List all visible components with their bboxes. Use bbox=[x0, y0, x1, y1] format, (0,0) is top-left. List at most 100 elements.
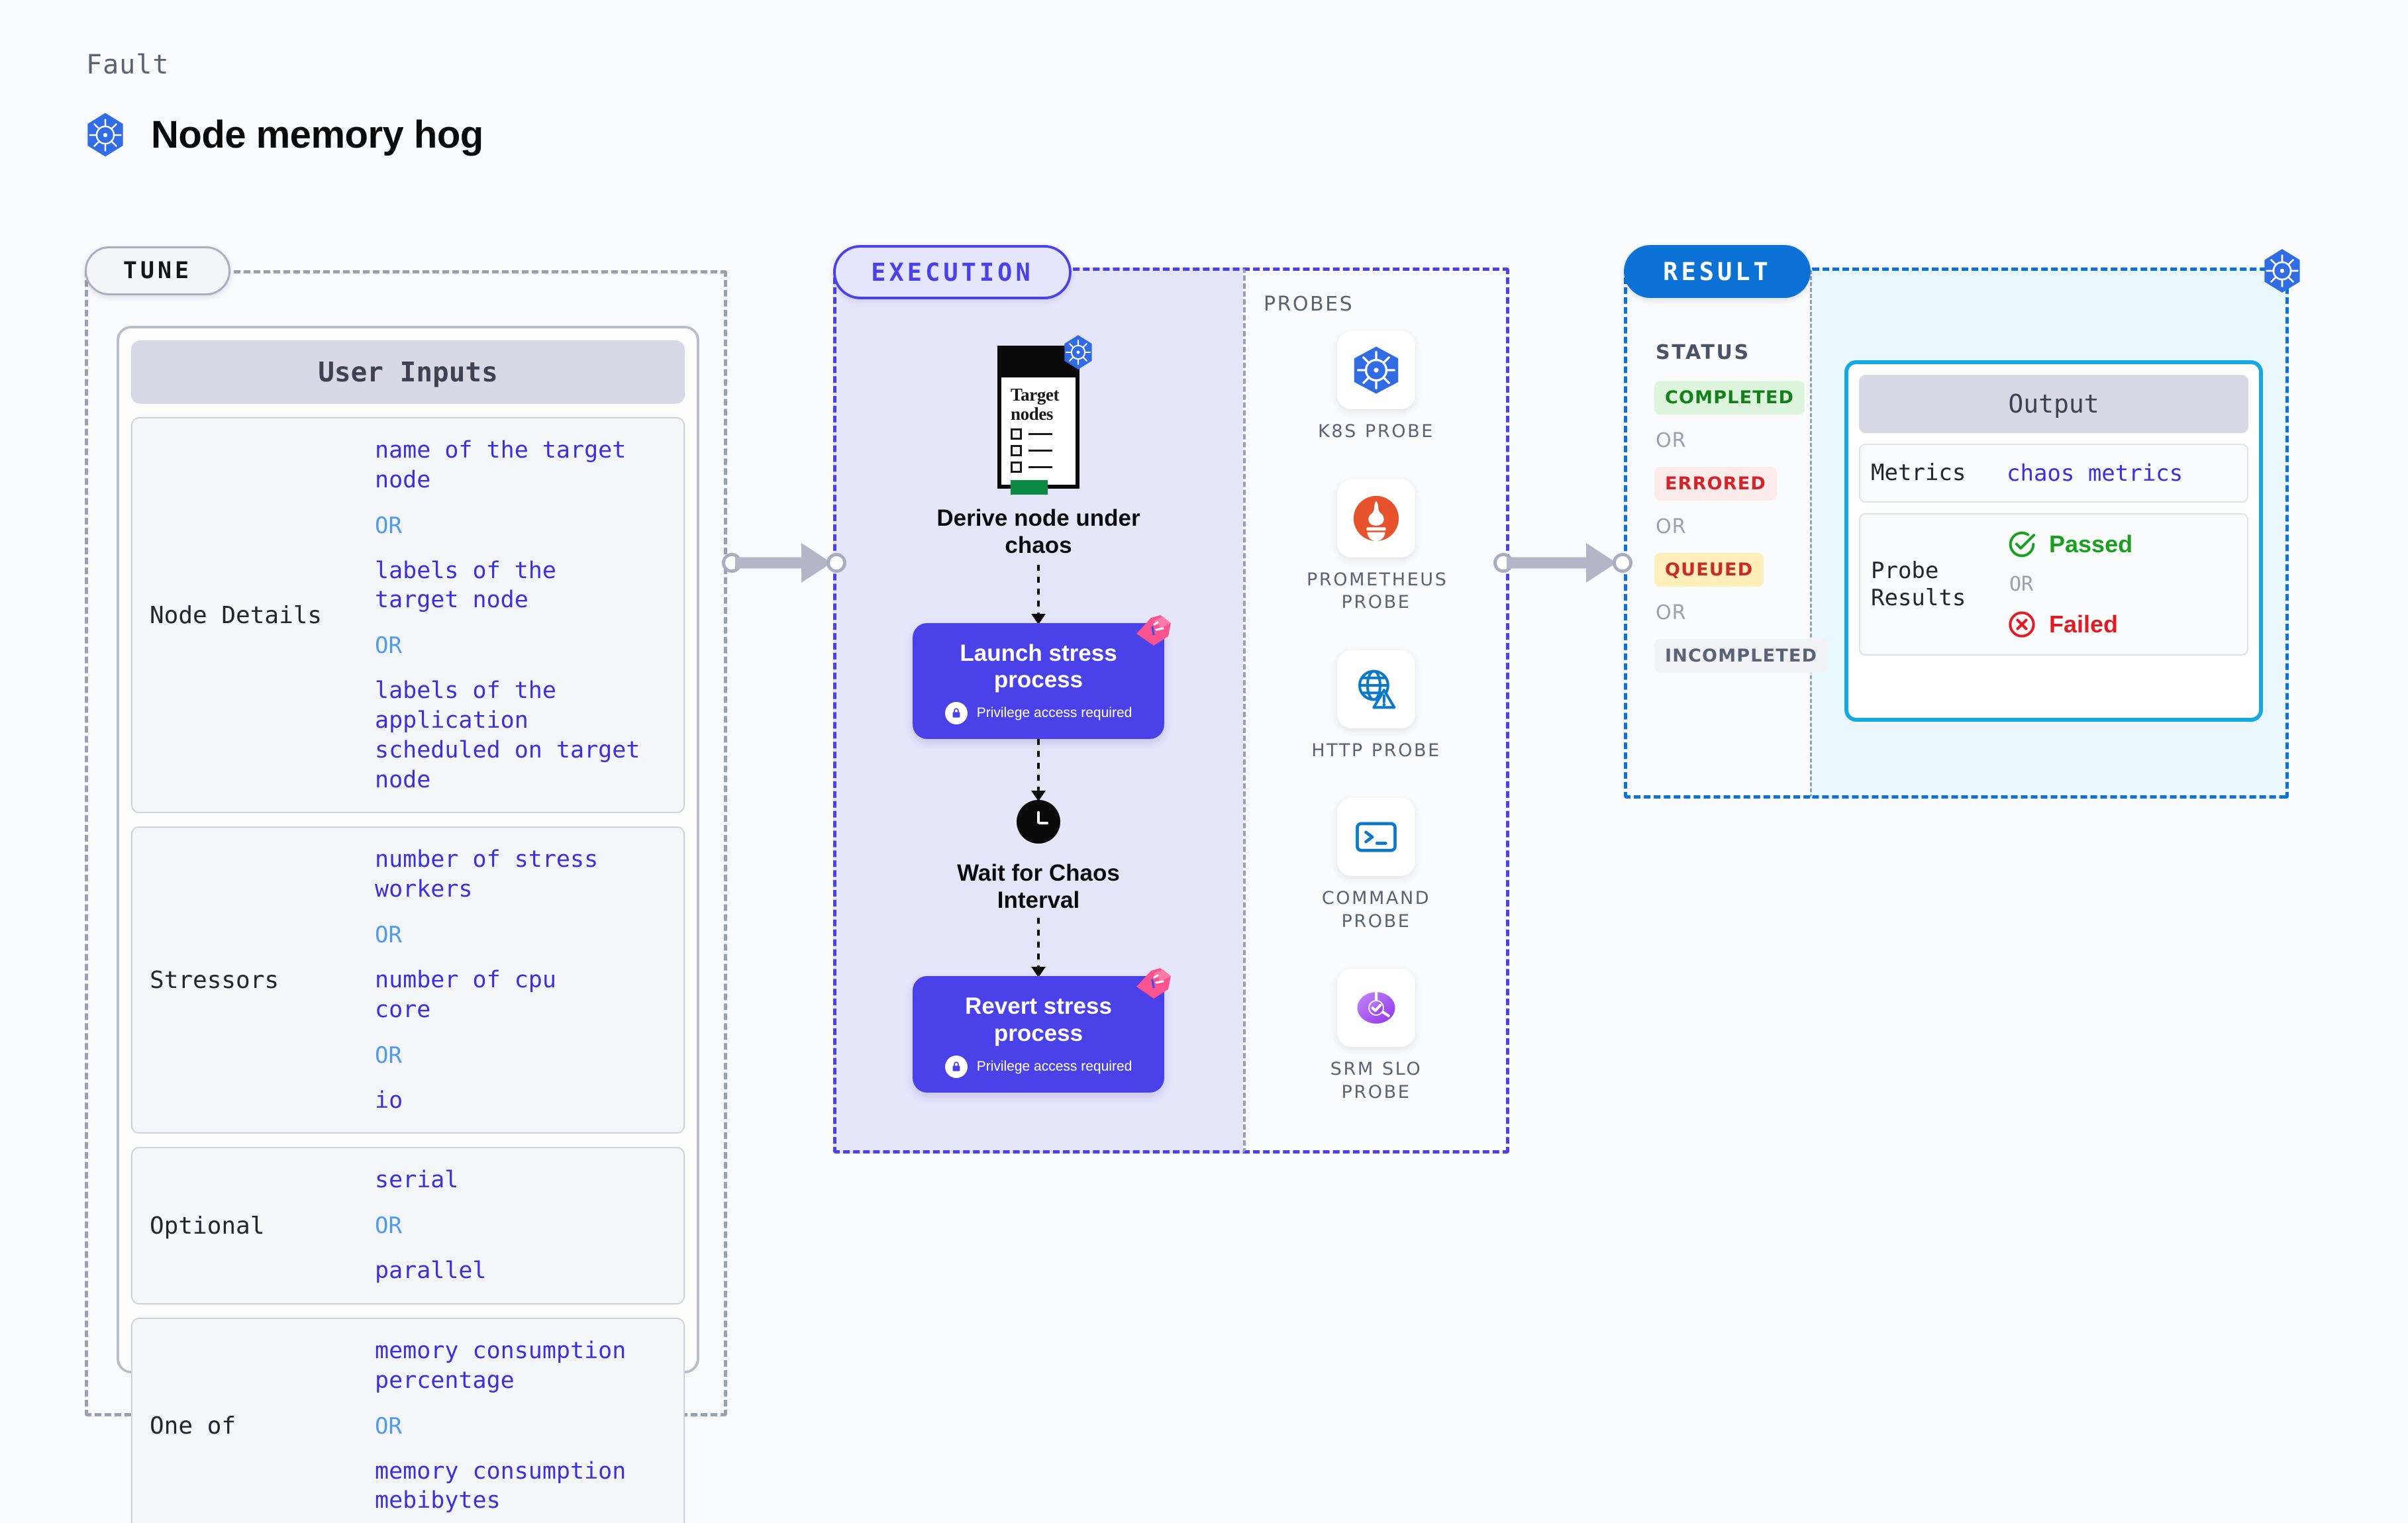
globe-warning-icon bbox=[1337, 650, 1415, 728]
connector-tune-to-execution bbox=[722, 543, 854, 583]
privilege-note-text: Privilege access required bbox=[976, 1058, 1132, 1074]
probe-results-separator: OR bbox=[2009, 573, 2034, 597]
document-title: Target nodes bbox=[1011, 385, 1060, 424]
status-separator: OR bbox=[1656, 515, 1687, 538]
output-metrics-label: Metrics bbox=[1871, 460, 1966, 486]
kubernetes-icon bbox=[1336, 331, 1415, 409]
user-input-value: number of stress workers bbox=[375, 846, 599, 903]
probe-item[interactable]: SRM SLO PROBE bbox=[1330, 969, 1422, 1104]
kubernetes-icon bbox=[87, 113, 123, 157]
document-list-item bbox=[1011, 428, 1076, 440]
probe-label: COMMAND PROBE bbox=[1321, 888, 1431, 932]
privilege-note-text: Privilege access required bbox=[976, 705, 1132, 720]
probe-item[interactable]: K8S PROBE bbox=[1318, 331, 1434, 444]
execution-flow: Target nodes Derive node under chaos bbox=[833, 285, 1244, 1146]
connector-arrowhead bbox=[1586, 543, 1617, 583]
user-input-group-label: One of bbox=[150, 1412, 236, 1440]
privilege-note: Privilege access required bbox=[944, 701, 1132, 724]
line-icon bbox=[1028, 466, 1052, 469]
ribbon-icon bbox=[1136, 614, 1171, 646]
privilege-note: Privilege access required bbox=[944, 1055, 1132, 1078]
page-title: Node memory hog bbox=[151, 113, 483, 156]
probe-label: HTTP PROBE bbox=[1311, 740, 1441, 761]
result-pill-label: RESULT bbox=[1624, 245, 1811, 298]
launch-stress-process-node: Launch stress process Privilege access r… bbox=[913, 614, 1171, 739]
checkbox-icon bbox=[1011, 445, 1022, 457]
user-input-value: io bbox=[375, 1087, 403, 1114]
output-card: Output Metrics chaos metrics Probe Resul… bbox=[1844, 360, 2263, 722]
document-list-item bbox=[1011, 445, 1076, 457]
probe-passed-label: Passed bbox=[2049, 530, 2133, 558]
output-probe-results-row: Probe Results Passed OR Failed bbox=[1859, 513, 2248, 656]
probe-item[interactable]: HTTP PROBE bbox=[1311, 650, 1441, 763]
status-list: COMPLETED OR ERRORED OR QUEUED OR INCOMPLETED bbox=[1654, 381, 1829, 673]
document-titlebar bbox=[1001, 350, 1076, 377]
connector-end-dot bbox=[827, 553, 846, 573]
status-badge: QUEUED bbox=[1654, 553, 1764, 587]
connector-end-dot bbox=[1613, 553, 1632, 573]
user-inputs-title: User Inputs bbox=[131, 340, 685, 404]
revert-stress-process-node: Revert stress process Privilege access r… bbox=[913, 968, 1171, 1093]
user-input-value: memory consumption percentage bbox=[375, 1337, 627, 1394]
connector-shaft bbox=[735, 557, 815, 569]
status-separator: OR bbox=[1656, 429, 1687, 452]
output-metrics-value: chaos metrics bbox=[2007, 460, 2183, 487]
probe-results-values: Passed OR Failed bbox=[2007, 529, 2132, 640]
probe-item[interactable]: COMMAND PROBE bbox=[1322, 798, 1430, 933]
user-input-separator: OR bbox=[375, 1412, 402, 1440]
connector-execution-to-result bbox=[1493, 543, 1646, 583]
prometheus-icon bbox=[1337, 479, 1415, 558]
user-input-value: labels of the application scheduled on t… bbox=[375, 677, 640, 793]
user-input-separator: OR bbox=[375, 1212, 402, 1240]
user-input-separator: OR bbox=[375, 1042, 402, 1069]
status-title: STATUS bbox=[1656, 341, 1750, 364]
user-input-group-label: Optional bbox=[150, 1212, 265, 1240]
line-icon bbox=[1028, 433, 1052, 436]
output-title: Output bbox=[1859, 375, 2248, 433]
output-metrics-row: Metrics chaos metrics bbox=[1859, 444, 2248, 503]
fault-eyebrow: Fault bbox=[86, 50, 170, 80]
status-badge: INCOMPLETED bbox=[1654, 639, 1829, 673]
slo-donut-icon bbox=[1336, 969, 1415, 1048]
document-body: Target nodes bbox=[1001, 377, 1076, 495]
user-input-value: serial bbox=[375, 1167, 459, 1194]
user-input-value: memory consumption mebibytes bbox=[375, 1457, 627, 1514]
output-probe-results-label: Probe Results bbox=[1871, 557, 1966, 611]
status-badge: COMPLETED bbox=[1654, 381, 1805, 415]
probe-item[interactable]: PROMETHEUS PROBE bbox=[1307, 479, 1446, 614]
probe-label: PROMETHEUS PROBE bbox=[1307, 569, 1448, 613]
action-title: Revert stress process bbox=[965, 993, 1112, 1046]
probe-result-failed: Failed bbox=[2007, 609, 2132, 640]
user-input-value: name of the target node bbox=[375, 437, 627, 493]
kubernetes-icon bbox=[1064, 335, 1092, 369]
user-input-separator: OR bbox=[375, 632, 402, 660]
flow-arrow bbox=[1037, 564, 1040, 623]
execution-pill-label: EXECUTION bbox=[833, 245, 1072, 299]
clock-icon bbox=[1017, 799, 1060, 844]
probes-title: PROBES bbox=[1264, 293, 1354, 316]
status-separator: OR bbox=[1656, 601, 1687, 624]
probe-failed-label: Failed bbox=[2049, 611, 2119, 638]
checkbox-icon bbox=[1011, 462, 1022, 473]
document-list-item bbox=[1011, 462, 1076, 473]
user-input-separator: OR bbox=[375, 921, 402, 948]
check-circle-icon bbox=[2009, 532, 2036, 558]
status-badge: ERRORED bbox=[1654, 467, 1778, 501]
action-title: Launch stress process bbox=[960, 640, 1117, 693]
x-circle-icon bbox=[2009, 611, 2035, 638]
tune-pill-label: TUNE bbox=[85, 246, 230, 295]
probes-list: K8S PROBE PROMETHEUS PROBE HTTP PROBE COMMA… bbox=[1243, 331, 1509, 1104]
target-nodes-document: Target nodes bbox=[997, 335, 1092, 495]
user-input-value: labels of the target node bbox=[375, 557, 556, 614]
flow-arrow bbox=[1037, 738, 1040, 800]
ribbon-icon bbox=[1136, 968, 1171, 999]
